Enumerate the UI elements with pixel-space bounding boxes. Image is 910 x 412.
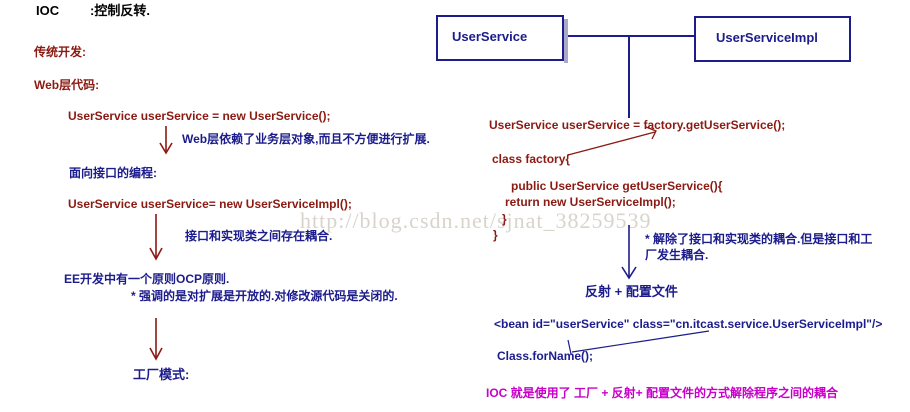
section-factory-pattern: 工厂模式: <box>133 367 190 382</box>
factory-code-line-3: } <box>502 212 507 226</box>
principle-ocp-title: EE开发中有一个原则OCP原则. <box>64 272 230 286</box>
class-box-userservice-label: UserService <box>452 29 528 44</box>
class-box-userservice: UserService <box>436 15 564 61</box>
note-decoupled-line-1: 厂发生耦合. <box>645 248 709 262</box>
heading-ioc-label: IOC <box>36 3 60 18</box>
note-interface-impl-coupling: 接口和实现类之间存在耦合. <box>185 229 333 243</box>
label-reflection-plus-config: 反射 + 配置文件 <box>585 284 678 299</box>
code-new-userserviceimpl: UserService userService= new UserService… <box>68 197 352 211</box>
userservice-box-shadow <box>564 19 568 63</box>
factory-code-line-2: return new UserServiceImpl(); <box>505 195 676 209</box>
class-connector-horizontal-line <box>568 35 694 37</box>
class-box-userserviceimpl: UserServiceImpl <box>694 16 851 62</box>
code-class-forname: Class.forName(); <box>497 349 594 363</box>
arrow-ocp-to-factory-pattern <box>149 318 163 361</box>
arrow-web-to-interface <box>159 126 173 155</box>
note-web-depends-business: Web层依赖了业务层对象,而且不方便进行扩展. <box>182 132 430 146</box>
section-interface-oriented-programming: 面向接口的编程: <box>69 166 157 180</box>
class-connector-vertical-line <box>628 35 630 118</box>
heading-ioc-value: :控制反转. <box>90 3 150 18</box>
principle-ocp-detail: * 强调的是对扩展是开放的.对修改源代码是关闭的. <box>131 289 398 303</box>
conclusion-ioc-summary: IOC 就是使用了 工厂 + 反射+ 配置文件的方式解除程序之间的耦合 <box>486 386 839 400</box>
code-bean-xml: <bean id="userService" class="cn.itcast.… <box>494 317 883 331</box>
watermark-text: http://blog.csdn.net/sjnat_38259539 <box>300 208 652 233</box>
code-factory-getuserservice: UserService userService = factory.getUse… <box>489 118 786 132</box>
factory-code-line-4: } <box>493 228 498 242</box>
note-decoupled-line-0: * 解除了接口和实现类的耦合.但是接口和工 <box>645 232 873 246</box>
section-traditional-development: 传统开发: <box>34 45 86 59</box>
factory-code-line-0: class factory{ <box>492 152 571 166</box>
factory-code-line-1: public UserService getUserService(){ <box>511 179 723 193</box>
arrow-interface-to-ocp <box>149 214 163 261</box>
section-web-layer-code: Web层代码: <box>34 78 100 92</box>
code-new-userservice: UserService userService = new UserServic… <box>68 109 331 123</box>
class-box-userserviceimpl-label: UserServiceImpl <box>716 30 818 45</box>
